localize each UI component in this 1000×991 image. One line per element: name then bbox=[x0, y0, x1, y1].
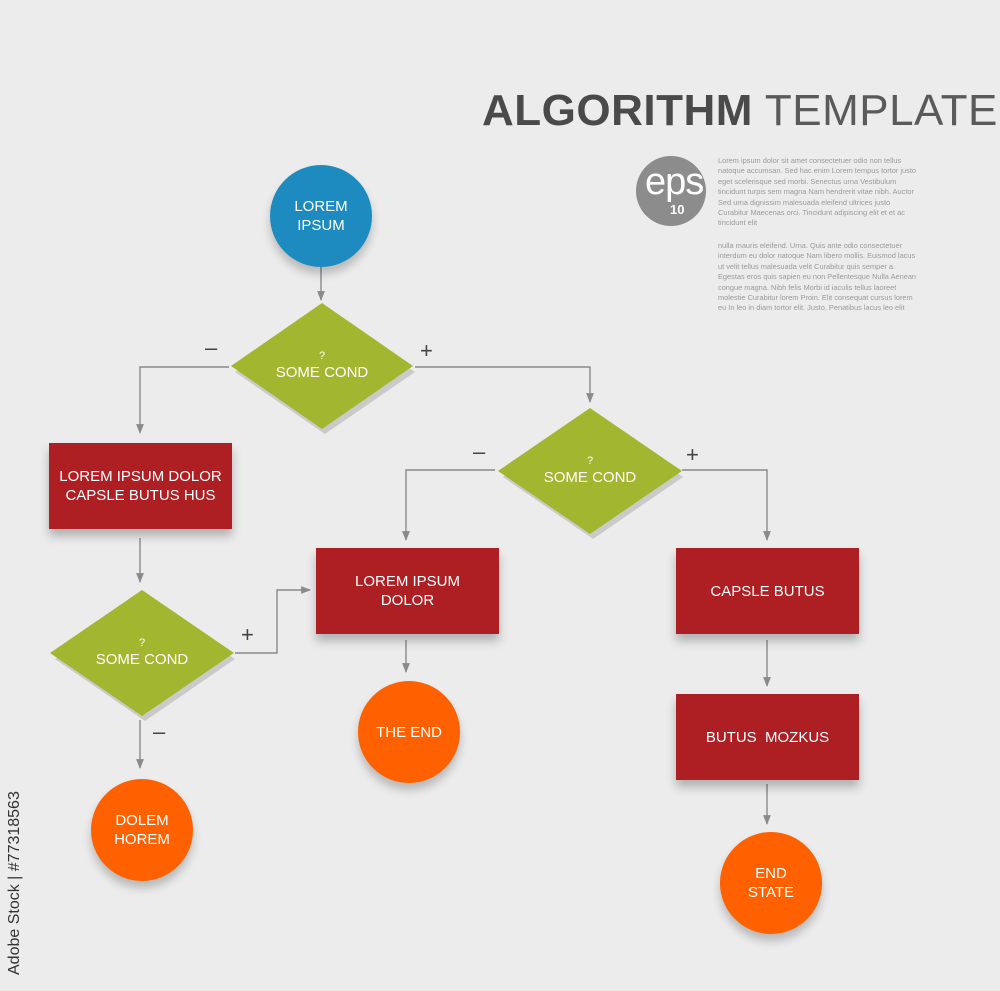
eps-badge-version: 10 bbox=[670, 202, 685, 217]
end-right-line1: END bbox=[755, 865, 787, 882]
stock-watermark: Adobe Stock | #77318563 bbox=[6, 791, 23, 975]
end-right-line2: STATE bbox=[747, 884, 795, 901]
condition-3-yes-sign: + bbox=[241, 622, 254, 647]
description-paragraph-2: nulla mauris eleifend. Urna. Quis ante o… bbox=[718, 241, 917, 313]
condition-2-label: SOME COND bbox=[543, 469, 637, 486]
process-left-box: LOREM IPSUM DOLOR CAPSLE BUTUS HUS bbox=[49, 443, 232, 529]
title-bold: ALGORITHM bbox=[482, 86, 753, 135]
process-mid-line1: LOREM IPSUM bbox=[354, 573, 460, 590]
connector-cond3-yes bbox=[235, 586, 311, 654]
process-left-line1: LOREM IPSUM DOLOR bbox=[59, 468, 222, 485]
process-left-line2: CAPSLE BUTUS HUS bbox=[65, 487, 216, 504]
condition-2-no-sign: – bbox=[473, 439, 486, 464]
connector-cond1-yes bbox=[415, 366, 594, 403]
end-mid-line1: THE END bbox=[376, 723, 442, 741]
process-right-1-line1: CAPSLE BUTUS bbox=[710, 582, 825, 600]
process-right-1-box: CAPSLE BUTUS bbox=[676, 548, 859, 634]
connector-cond2-no bbox=[402, 469, 495, 541]
condition-1-yes-sign: + bbox=[420, 338, 433, 363]
eps-badge: eps 10 bbox=[636, 156, 706, 226]
condition-3-label: SOME COND bbox=[95, 651, 189, 668]
connector-cond2-yes bbox=[682, 469, 771, 541]
condition-2-yes-sign: + bbox=[686, 442, 699, 467]
end-right-node: END STATE bbox=[720, 832, 822, 934]
process-right-2-line1: BUTUS MOZKUS bbox=[705, 728, 830, 746]
description-paragraph-1: Lorem ipsum dolor sit amet consectetuer … bbox=[718, 156, 917, 228]
process-mid-line2: DOLOR bbox=[380, 592, 435, 609]
condition-1-question: ? bbox=[318, 350, 326, 362]
condition-2-question: ? bbox=[586, 455, 594, 467]
connector-cond1-no bbox=[136, 366, 229, 434]
page-title: ALGORITHM TEMPLATE bbox=[482, 86, 998, 136]
start-node: LOREM IPSUM bbox=[270, 165, 372, 267]
end-mid-node: THE END bbox=[358, 681, 460, 783]
title-light: TEMPLATE bbox=[764, 86, 998, 135]
condition-1-no-sign: – bbox=[205, 335, 218, 360]
eps-badge-text: eps bbox=[645, 161, 704, 203]
condition-3-no-sign: – bbox=[153, 719, 166, 744]
start-node-line2: IPSUM bbox=[297, 217, 345, 234]
end-left-node: DOLEM HOREM bbox=[91, 779, 193, 881]
condition-3-question: ? bbox=[138, 637, 146, 649]
process-right-2-box: BUTUS MOZKUS bbox=[676, 694, 859, 780]
process-mid-box: LOREM IPSUM DOLOR bbox=[316, 548, 499, 634]
end-left-line1: DOLEM bbox=[115, 812, 169, 829]
condition-1-label: SOME COND bbox=[275, 364, 369, 381]
end-left-line2: HOREM bbox=[114, 831, 170, 848]
start-node-line1: LOREM bbox=[294, 198, 348, 215]
